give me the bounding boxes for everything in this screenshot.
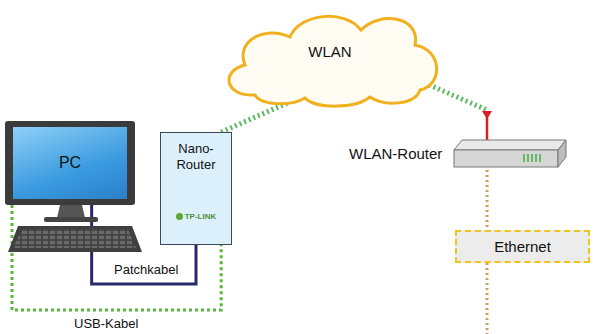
wlan-router: WLAN-Router <box>345 110 567 170</box>
node-label: Ethernet <box>494 238 551 255</box>
router-top <box>454 140 566 150</box>
ethernet-line <box>486 263 489 334</box>
wlan-cloud: WLAN <box>215 5 445 110</box>
cable-label: USB-Kabel <box>72 316 140 331</box>
ethernet-line <box>485 170 488 230</box>
monitor-stand <box>57 205 85 218</box>
router-leds <box>524 154 540 162</box>
node-label: Nano-Router <box>165 141 227 173</box>
monitor-frame <box>5 121 135 205</box>
cable-label: Patchkabel <box>112 262 180 277</box>
router-body <box>454 150 558 167</box>
node-label: WLAN <box>308 43 351 60</box>
antenna-tip <box>482 111 492 119</box>
keyboard-keys <box>13 229 136 248</box>
keyboard <box>8 226 142 252</box>
nano-router-box: Nano-RouterTP-LINK <box>160 132 232 245</box>
node-label: WLAN-Router <box>349 145 442 162</box>
wlan-beam <box>429 85 487 110</box>
usb-cable <box>12 199 221 310</box>
cloud-shape <box>229 16 437 106</box>
router-side <box>558 140 566 167</box>
logo-text: TP-LINK <box>176 212 217 222</box>
node-label: PC <box>59 154 81 172</box>
pc-screen: PC <box>13 127 127 199</box>
monitor-base <box>44 217 98 222</box>
ethernet-box: Ethernet <box>455 230 590 263</box>
